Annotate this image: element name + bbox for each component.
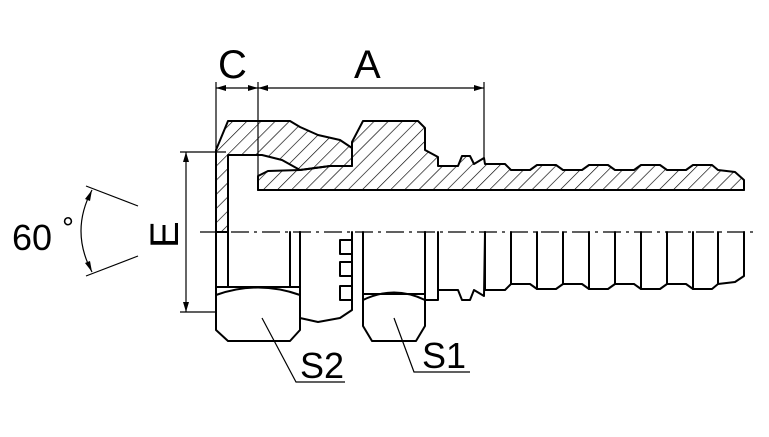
body-section	[257, 120, 745, 191]
s2-label: S2	[300, 345, 344, 386]
dim-e-arrow-bottom	[183, 302, 189, 312]
nut-s2-chamfer	[215, 286, 301, 296]
angle-leg-bottom	[85, 255, 139, 277]
dim-a-arrow-left	[258, 85, 268, 91]
dim-c-arrow-right	[248, 85, 258, 91]
dim-c-arrow-left	[216, 85, 226, 91]
seat-groove-1	[339, 239, 353, 255]
dim-c-label: C	[218, 43, 247, 87]
dim-a-label: A	[354, 43, 381, 87]
seat-groove-2	[339, 261, 353, 277]
hex-s1-chamfer	[362, 291, 426, 301]
angle-leg-top	[85, 185, 139, 207]
leader-s1	[393, 317, 470, 373]
angle-value-label: 60	[12, 217, 52, 258]
angle-arrow-bottom	[85, 261, 92, 272]
collar-outline	[424, 231, 486, 301]
s1-label: S1	[422, 335, 466, 376]
dim-e-arrow-top	[183, 152, 189, 162]
seat-groove-3	[339, 285, 353, 301]
dim-e-label: E	[143, 221, 187, 248]
hex-s1-outline	[362, 231, 426, 342]
angle-arc	[80, 189, 93, 273]
dimensions	[80, 82, 485, 383]
degree-symbol: °	[62, 212, 74, 245]
section-view	[215, 120, 745, 233]
dim-a-arrow-right	[474, 85, 484, 91]
leader-s2	[261, 317, 345, 383]
nut-section	[215, 120, 353, 233]
outside-view	[215, 231, 745, 342]
angle-arrow-top	[85, 190, 92, 201]
